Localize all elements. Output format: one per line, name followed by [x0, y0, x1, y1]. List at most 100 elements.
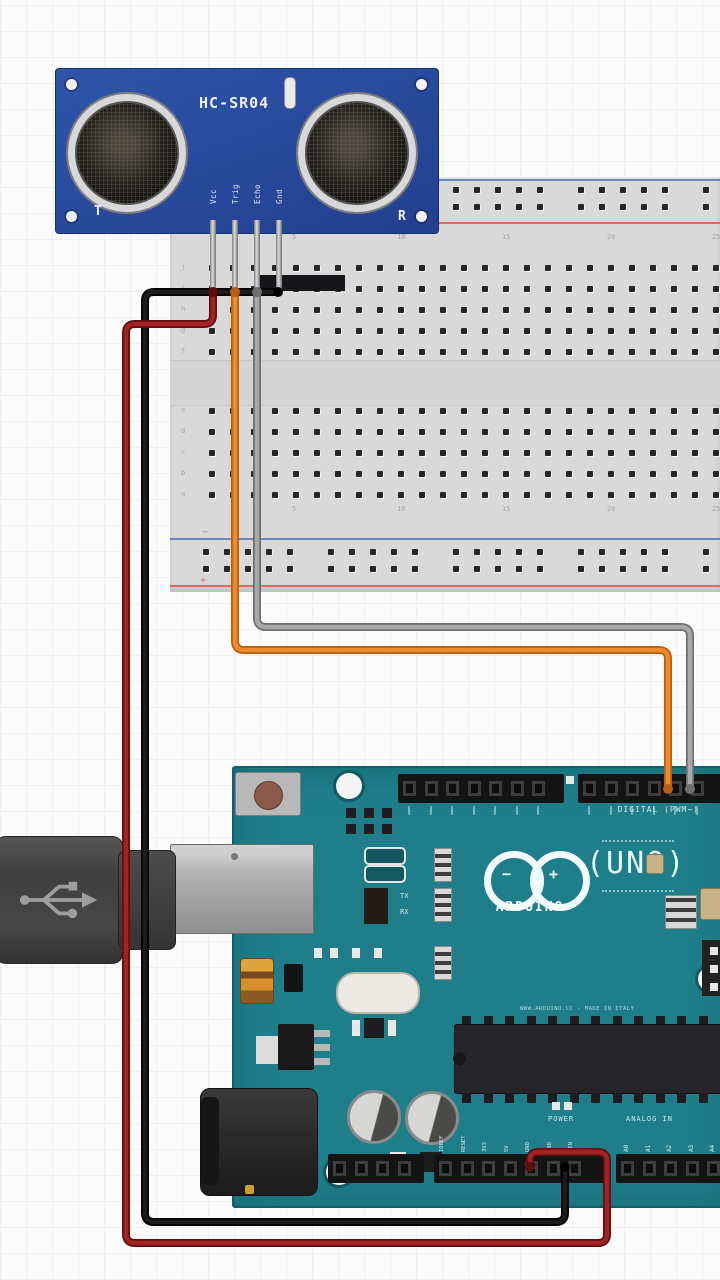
pin-socket[interactable]: [510, 781, 524, 796]
sensor-mount-hole: [66, 211, 77, 222]
receiver-label: R: [398, 209, 406, 224]
pin-socket[interactable]: [503, 1161, 517, 1176]
power-pin-label-VIN: VIN: [568, 1142, 574, 1152]
arduino-uno-board[interactable]: DIGITAL (PWM~) TX RX − + ARDUINO (UNO): [170, 766, 720, 1208]
sensor-pin-vcc[interactable]: [210, 220, 216, 292]
pin-socket[interactable]: [685, 1161, 699, 1176]
icsp-header-usb[interactable]: [346, 808, 400, 836]
pin-socket[interactable]: [403, 781, 416, 796]
power-pin-label-GND: GND: [525, 1142, 531, 1152]
breadboard-label: 15: [502, 233, 511, 241]
regulator-leg: [314, 1058, 330, 1065]
pin-socket[interactable]: [333, 1161, 346, 1176]
reset-button[interactable]: [235, 772, 301, 816]
sensor-part-label: HC-SR04: [199, 94, 270, 112]
usb-plug-body[interactable]: [0, 836, 124, 964]
tx-label: TX: [400, 892, 409, 900]
arduino-logo-minus: −: [502, 865, 512, 883]
uno-model-label: (UNO): [586, 846, 687, 881]
power-header[interactable]: [434, 1154, 606, 1183]
usb-port: [170, 844, 314, 934]
pin-socket[interactable]: [621, 1161, 634, 1176]
crystal-oscillator: [336, 972, 420, 1014]
analog-header[interactable]: [616, 1154, 720, 1183]
pin-socket[interactable]: [583, 781, 596, 796]
barrel-jack[interactable]: [200, 1088, 318, 1196]
yellow-capacitor: [240, 958, 274, 1004]
board-pads: [374, 948, 382, 958]
atmega328-chip[interactable]: [453, 1024, 720, 1094]
pin-socket[interactable]: [446, 781, 459, 796]
breadboard-bottom-negative-rail-line: [170, 538, 720, 540]
pin-socket[interactable]: [525, 1161, 538, 1176]
breadboard-label: b: [181, 469, 186, 477]
bottom-header-left[interactable]: [328, 1154, 424, 1183]
breadboard-label: 10: [397, 505, 406, 513]
sensor-pin-label: Gnd: [275, 188, 284, 204]
voltage-regulator: [278, 1024, 314, 1070]
digital-header-right[interactable]: [578, 774, 720, 803]
pin-socket[interactable]: [626, 781, 639, 796]
usb-trident-icon: [19, 881, 98, 919]
pin-socket[interactable]: [664, 1161, 677, 1176]
sensor-crystal: [284, 77, 296, 109]
sensor-pin-echo[interactable]: [254, 220, 260, 292]
pin-socket[interactable]: [568, 1161, 581, 1176]
reset-button-cap[interactable]: [254, 781, 283, 810]
jack-gold-pin: [245, 1185, 254, 1194]
power-pin-label-5V: 5V: [503, 1145, 510, 1152]
pin-socket[interactable]: [424, 781, 438, 796]
sensor-pin-label: Vcc: [209, 188, 218, 204]
regulator-leg: [314, 1044, 330, 1051]
breadboard-label: c: [181, 448, 186, 456]
pin-socket[interactable]: [439, 1161, 452, 1176]
analog-in-label: ANALOG IN: [626, 1115, 673, 1123]
smd-capacitor-group: [352, 1016, 402, 1040]
led-resistor-pack: [434, 946, 452, 980]
sensor-mount-hole: [416, 79, 427, 90]
pin-socket[interactable]: [376, 1161, 389, 1176]
component-column: [702, 940, 720, 996]
pin-socket[interactable]: [354, 1161, 368, 1176]
digital-header-left[interactable]: [398, 774, 564, 803]
polyfuse: [364, 847, 406, 865]
sensor-pin-trig[interactable]: [232, 220, 238, 292]
pin-socket[interactable]: [647, 781, 661, 796]
board-pads: [352, 948, 360, 958]
breadboard-label: 20: [607, 505, 616, 513]
pin-socket[interactable]: [604, 781, 618, 796]
breadboard-label: 5: [292, 505, 297, 513]
breadboard-label: a: [181, 490, 186, 498]
capacitor-smd: [646, 854, 664, 874]
sensor-pin-gnd[interactable]: [276, 220, 282, 292]
made-in-label: WWW.ARDUINO.CC - MADE IN ITALY: [520, 1006, 635, 1012]
pin-socket[interactable]: [467, 781, 481, 796]
board-mount-hole: [336, 773, 362, 799]
sensor-pin-header-base: [259, 275, 345, 291]
pin-socket[interactable]: [642, 1161, 656, 1176]
pin-socket[interactable]: [397, 1161, 411, 1176]
pin-socket[interactable]: [489, 781, 502, 796]
pin-socket[interactable]: [460, 1161, 474, 1176]
pin-socket[interactable]: [546, 1161, 560, 1176]
pin-socket[interactable]: [482, 1161, 495, 1176]
pin-socket[interactable]: [532, 781, 545, 796]
sensor-pin-label: Echo: [253, 183, 262, 204]
hcsr04-sensor[interactable]: HC-SR04 T R: [55, 68, 439, 291]
pin-socket[interactable]: [669, 781, 682, 796]
breadboard-plus-symbol: +: [200, 575, 207, 586]
breadboard-bottom-positive-rail-line: [170, 585, 720, 587]
pin-socket[interactable]: [707, 1161, 720, 1176]
breadboard-label: f: [181, 347, 186, 355]
transistor: [284, 964, 303, 992]
led-resistor-pack: [434, 888, 452, 922]
analog-pin-label-A3: A3: [687, 1144, 695, 1152]
uno-dotted-arc: [602, 890, 674, 892]
pin-socket[interactable]: [690, 781, 704, 796]
icsp2-pad: [564, 1102, 572, 1110]
usb-plug-neck[interactable]: [118, 850, 176, 950]
electrolytic-capacitor: [347, 1090, 401, 1144]
digital-pwm-label: DIGITAL (PWM~): [617, 805, 699, 814]
